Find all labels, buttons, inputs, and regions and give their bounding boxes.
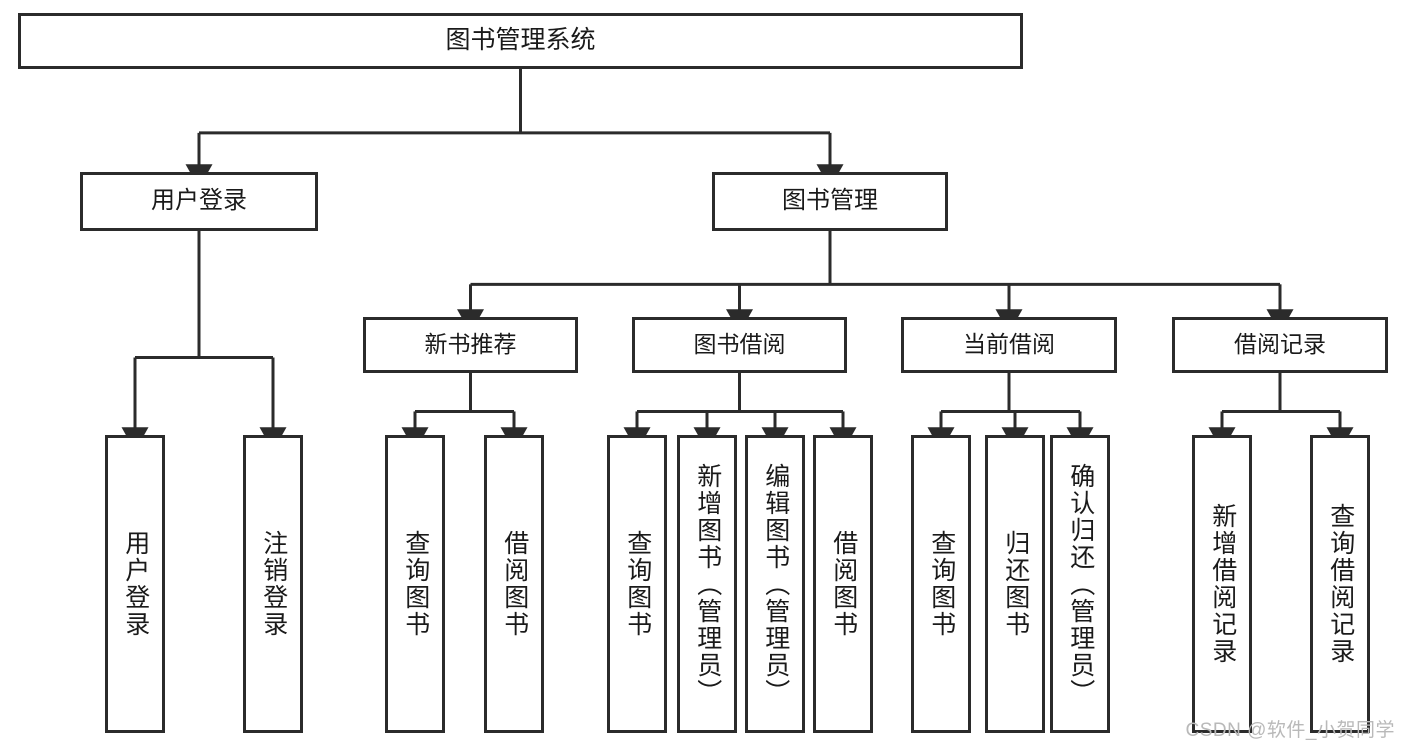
node-label-new-book-recommend: 新书推荐 <box>424 331 517 358</box>
node-label-root: 图书管理系统 <box>445 26 596 55</box>
node-leaf-query-book-1[interactable]: 查询图书 <box>385 435 445 733</box>
node-leaf-query-book-2[interactable]: 查询图书 <box>607 435 667 733</box>
node-label-leaf-query-book-2: 查询图书 <box>623 530 652 638</box>
node-leaf-confirm-return-admin[interactable]: 确认归还（管理员） <box>1050 435 1110 733</box>
node-label-leaf-return-book: 归还图书 <box>1001 530 1030 638</box>
node-leaf-query-borrow-record[interactable]: 查询借阅记录 <box>1310 435 1370 733</box>
node-label-book-manage: 图书管理 <box>782 187 878 215</box>
node-leaf-borrow-book-2[interactable]: 借阅图书 <box>813 435 873 733</box>
node-label-leaf-borrow-book-1: 借阅图书 <box>500 530 529 638</box>
node-user-login[interactable]: 用户登录 <box>80 172 318 231</box>
node-label-leaf-borrow-book-2: 借阅图书 <box>829 530 858 638</box>
node-book-manage[interactable]: 图书管理 <box>712 172 948 231</box>
node-label-leaf-query-borrow-record: 查询借阅记录 <box>1326 503 1355 665</box>
node-label-user-login: 用户登录 <box>151 187 247 215</box>
node-label-leaf-user-login: 用户登录 <box>121 530 150 638</box>
node-label-book-borrow: 图书借阅 <box>693 331 786 358</box>
node-label-current-borrow: 当前借阅 <box>963 331 1055 358</box>
node-label-leaf-edit-book-admin: 编辑图书（管理员） <box>761 462 790 706</box>
node-leaf-edit-book-admin[interactable]: 编辑图书（管理员） <box>745 435 805 733</box>
node-label-leaf-add-borrow-record: 新增借阅记录 <box>1208 503 1237 665</box>
node-label-leaf-confirm-return-admin: 确认归还（管理员） <box>1066 462 1095 706</box>
node-current-borrow[interactable]: 当前借阅 <box>901 317 1117 373</box>
node-leaf-user-login[interactable]: 用户登录 <box>105 435 165 733</box>
node-leaf-return-book[interactable]: 归还图书 <box>985 435 1045 733</box>
node-leaf-add-borrow-record[interactable]: 新增借阅记录 <box>1192 435 1252 733</box>
node-label-leaf-query-book-3: 查询图书 <box>927 530 956 638</box>
node-root[interactable]: 图书管理系统 <box>18 13 1023 69</box>
node-leaf-borrow-book-1[interactable]: 借阅图书 <box>484 435 544 733</box>
node-new-book-recommend[interactable]: 新书推荐 <box>363 317 578 373</box>
node-borrow-record[interactable]: 借阅记录 <box>1172 317 1388 373</box>
node-label-leaf-query-book-1: 查询图书 <box>401 530 430 638</box>
node-book-borrow[interactable]: 图书借阅 <box>632 317 847 373</box>
watermark-label: CSDN @软件_小贺同学 <box>1185 720 1395 741</box>
node-label-leaf-add-book-admin: 新增图书（管理员） <box>693 462 722 706</box>
node-label-borrow-record: 借阅记录 <box>1234 331 1326 358</box>
node-label-leaf-user-logout: 注销登录 <box>259 530 288 638</box>
node-leaf-query-book-3[interactable]: 查询图书 <box>911 435 971 733</box>
node-leaf-add-book-admin[interactable]: 新增图书（管理员） <box>677 435 737 733</box>
node-leaf-user-logout[interactable]: 注销登录 <box>243 435 303 733</box>
